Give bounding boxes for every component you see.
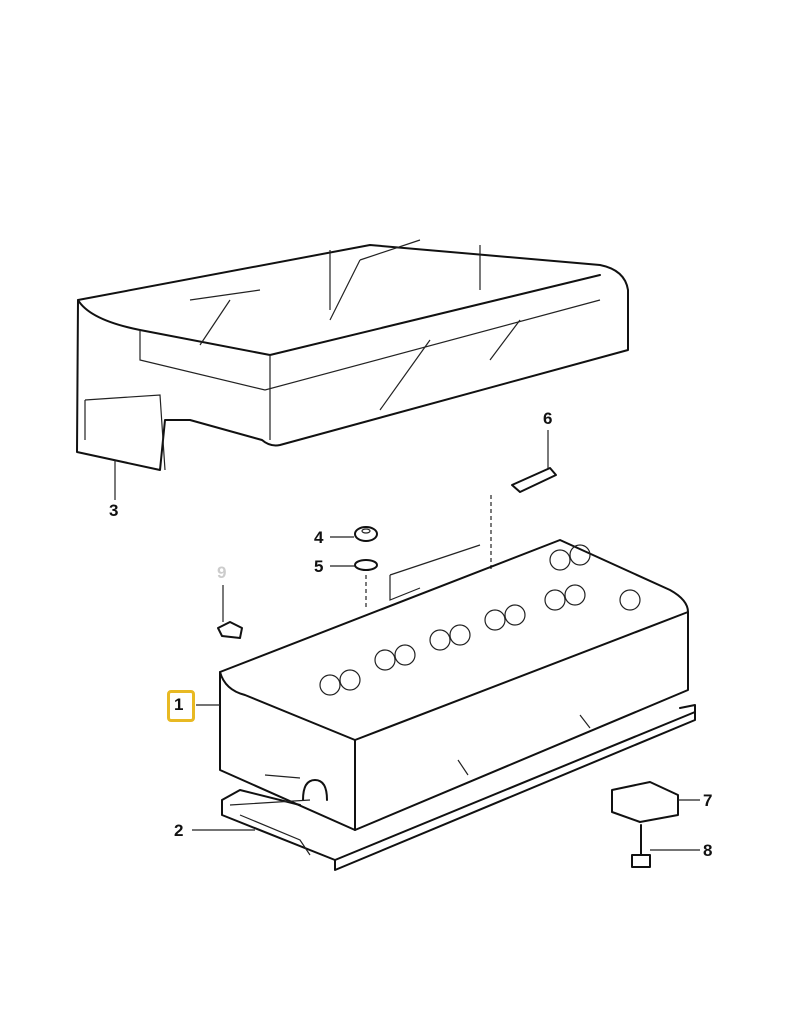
- callout-3[interactable]: 3: [109, 501, 119, 520]
- callout-1[interactable]: 1: [174, 695, 184, 714]
- clip-part[interactable]: [217, 585, 243, 639]
- callout-6[interactable]: 6: [543, 409, 553, 428]
- fuse-box-base[interactable]: [219, 539, 689, 831]
- highlight-box: [167, 690, 195, 722]
- callout-5[interactable]: 5: [314, 557, 324, 576]
- callout-4[interactable]: 4: [314, 528, 324, 547]
- screw-part[interactable]: [631, 824, 700, 868]
- base-tray[interactable]: [221, 704, 696, 871]
- callout-8[interactable]: 8: [703, 841, 713, 860]
- fuse-box-lid[interactable]: [76, 239, 629, 471]
- fuse-part[interactable]: [511, 430, 557, 493]
- callout-2[interactable]: 2: [174, 821, 184, 840]
- callout-9[interactable]: 9: [217, 563, 227, 582]
- washer-part[interactable]: [330, 559, 378, 571]
- callout-7[interactable]: 7: [703, 791, 713, 810]
- bracket-part[interactable]: [611, 781, 700, 823]
- nut-part[interactable]: [330, 526, 378, 542]
